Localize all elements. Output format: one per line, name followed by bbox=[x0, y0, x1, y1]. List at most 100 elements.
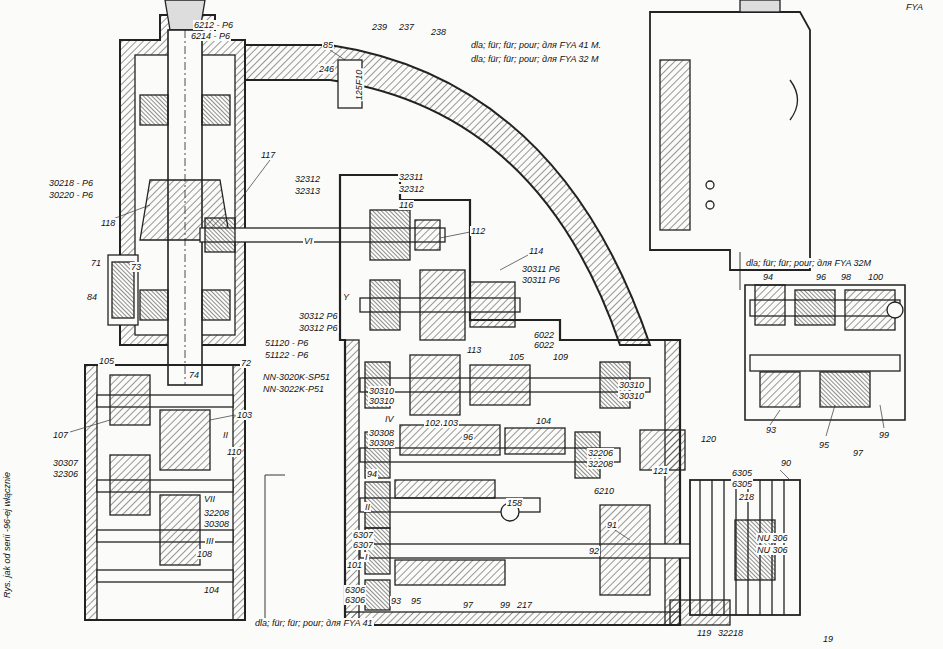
callout-number: 32208 bbox=[203, 508, 230, 518]
callout-number: 6306 bbox=[344, 585, 366, 595]
part-label: 30218 - P6 bbox=[48, 178, 94, 188]
callout-number: 92 bbox=[588, 546, 600, 556]
callout-number: 108 bbox=[196, 549, 213, 559]
callout-number: 96 bbox=[815, 272, 827, 282]
callout-number: 104 bbox=[535, 416, 552, 426]
callout-number: 96 bbox=[462, 432, 474, 442]
callout-number: 112 bbox=[470, 226, 486, 236]
callout-number: 101 bbox=[346, 560, 363, 570]
callout-number: 84 bbox=[86, 292, 98, 302]
part-label: Rys. jak od serii -96-ej włącznie bbox=[2, 471, 12, 599]
callout-number: 238 bbox=[430, 27, 447, 37]
callout-number: 32311 bbox=[398, 172, 424, 182]
callout-number: 32208 bbox=[587, 459, 614, 469]
callout-number: 30310 bbox=[618, 380, 645, 390]
part-label: Y bbox=[342, 292, 350, 302]
part-label: 125F10 bbox=[354, 69, 364, 102]
callout-number: 239 bbox=[371, 22, 388, 32]
callout-number: 72 bbox=[240, 358, 252, 368]
callout-number: 30310 bbox=[368, 386, 395, 396]
callout-number: 217 bbox=[516, 600, 533, 610]
callout-number: 98 bbox=[840, 272, 852, 282]
callout-number: 6305 bbox=[731, 479, 753, 489]
part-label: dla; für; für; pour; для FYA 32 M bbox=[470, 54, 600, 64]
part-label: FYA bbox=[905, 2, 924, 12]
part-label: IV bbox=[384, 414, 395, 424]
callout-number: 95 bbox=[410, 596, 422, 606]
part-label: NN-3020K-SP51 bbox=[262, 372, 331, 382]
callout-number: 74 bbox=[188, 370, 200, 380]
callout-number: 97 bbox=[852, 448, 864, 458]
part-label: I bbox=[364, 552, 369, 562]
callout-number: 120 bbox=[700, 434, 717, 444]
callout-number: 118 bbox=[100, 218, 116, 228]
callout-number: 110 bbox=[226, 447, 242, 457]
part-label: dla; für; für; pour; для FYA 41 M. bbox=[470, 40, 602, 50]
part-label: 51122 - P6 bbox=[264, 350, 309, 360]
callout-number: 30307 bbox=[52, 458, 79, 468]
callout-number: 30310 bbox=[618, 391, 645, 401]
callout-number: 102 bbox=[424, 418, 441, 428]
part-label: VI bbox=[303, 236, 314, 246]
part-label: 30312 P6 bbox=[298, 323, 339, 333]
part-label: II bbox=[222, 430, 229, 440]
part-label: 6214 - P6 bbox=[190, 31, 231, 41]
callout-number: 99 bbox=[878, 430, 890, 440]
callout-number: 158 bbox=[506, 498, 523, 508]
callout-number: 19 bbox=[822, 634, 834, 644]
callout-number: 97 bbox=[462, 600, 474, 610]
callout-number: 103 bbox=[236, 410, 253, 420]
callout-number: 95 bbox=[818, 440, 830, 450]
callout-number: 6305 bbox=[731, 468, 753, 478]
callout-number: 32206 bbox=[587, 448, 614, 458]
callout-number: 104 bbox=[203, 585, 220, 595]
callout-number: 90 bbox=[780, 458, 792, 468]
part-label: dla; für; für; pour; для FYA 41 bbox=[254, 618, 374, 628]
callout-number: 105 bbox=[98, 356, 115, 366]
part-label: 30312 P6 bbox=[298, 311, 339, 321]
callout-number: 94 bbox=[762, 272, 774, 282]
callout-number: 109 bbox=[552, 352, 569, 362]
callout-number: 107 bbox=[52, 430, 69, 440]
callout-number: 93 bbox=[765, 425, 777, 435]
callout-number: 32313 bbox=[294, 186, 321, 196]
callout-number: 99 bbox=[499, 600, 511, 610]
callout-number: 30308 bbox=[368, 438, 395, 448]
callout-number: 91 bbox=[606, 520, 618, 530]
part-label: 30220 - P6 bbox=[48, 190, 94, 200]
callout-number: 30308 bbox=[368, 428, 395, 438]
callout-number: 121 bbox=[652, 466, 669, 476]
callout-number: 6307 bbox=[352, 530, 374, 540]
callout-number: 246 bbox=[318, 64, 335, 74]
callout-number: 103 bbox=[442, 418, 459, 428]
part-label: 6212 - P6 bbox=[193, 20, 234, 30]
callout-number: 237 bbox=[398, 22, 415, 32]
part-label: dla; für; für; pour; для FYA 32M bbox=[745, 258, 872, 268]
part-label: NU 306 bbox=[756, 533, 789, 543]
callout-number: 32218 bbox=[717, 628, 744, 638]
part-label: II bbox=[364, 502, 371, 512]
part-label: VII bbox=[203, 494, 216, 504]
callout-number: 218 bbox=[738, 492, 755, 502]
part-label: 51120 - P6 bbox=[264, 338, 309, 348]
callout-number: 116 bbox=[398, 200, 414, 210]
callout-number: 73 bbox=[130, 262, 142, 272]
part-label: NU 306 bbox=[756, 545, 789, 555]
part-label: III bbox=[205, 536, 215, 546]
part-label: 30311 P6 bbox=[521, 264, 561, 274]
callout-number: 32306 bbox=[52, 469, 79, 479]
callout-number: 93 bbox=[390, 596, 402, 606]
callout-number: 105 bbox=[508, 352, 525, 362]
callout-number: 100 bbox=[867, 272, 884, 282]
callout-number: 119 bbox=[696, 628, 712, 638]
callout-number: 6307 bbox=[352, 540, 374, 550]
part-label: 30311 P6 bbox=[521, 275, 561, 285]
callout-number: 30310 bbox=[368, 396, 395, 406]
callout-number: 6022 bbox=[533, 340, 555, 350]
callout-number: 6210 bbox=[593, 486, 615, 496]
callout-number: 30308 bbox=[203, 519, 230, 529]
callout-number: 71 bbox=[90, 258, 102, 268]
callout-number: 94 bbox=[366, 469, 378, 479]
